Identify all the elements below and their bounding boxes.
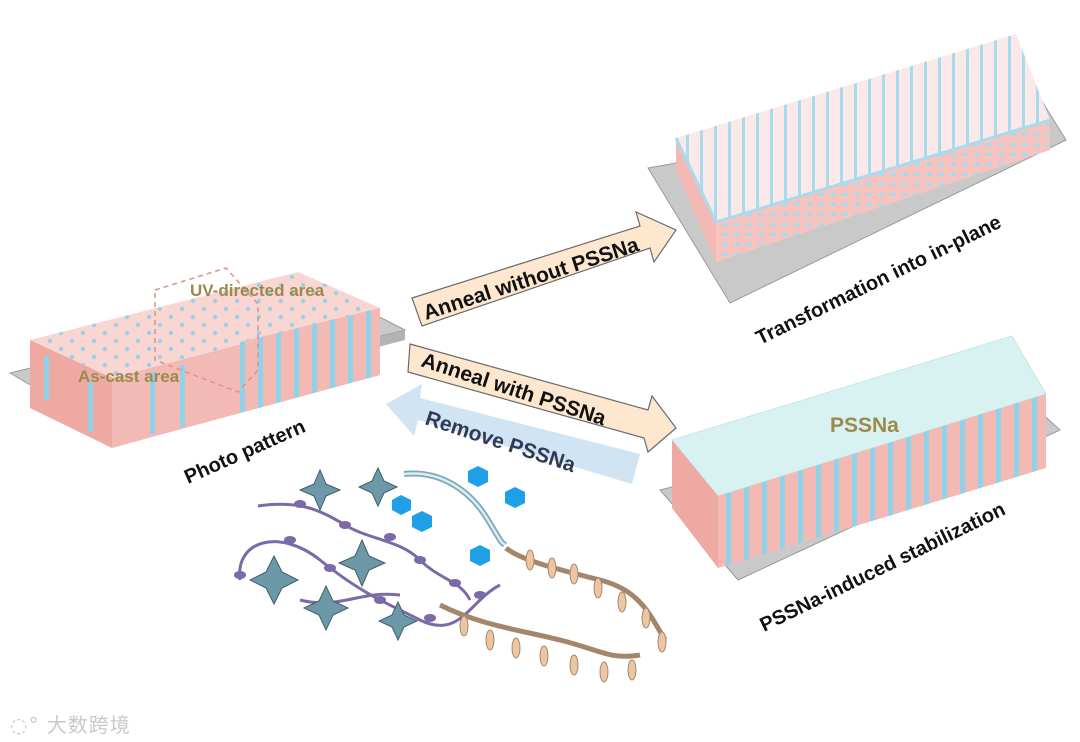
- anneal-without-label: Anneal without PSSNa: [420, 233, 642, 325]
- as-cast-area-label: As-cast area: [78, 367, 180, 386]
- as-cast-column: [180, 365, 185, 427]
- pssna-side-face: [672, 440, 718, 568]
- as-cast-column: [88, 382, 93, 432]
- watermark-logo-icon: ◌°: [10, 713, 40, 737]
- side-chain: [511, 637, 521, 659]
- pssna-front-face: [718, 394, 1046, 568]
- side-chain: [459, 615, 469, 637]
- film-top-right-side: [676, 138, 716, 262]
- side-chain: [547, 557, 557, 579]
- side-chain: [485, 629, 495, 651]
- film-top-right-top: [676, 34, 1050, 222]
- pssna-bead: [505, 487, 525, 508]
- polymer-illustration: [234, 466, 668, 683]
- in-plane-block: Transformation into in-plane: [647, 34, 1067, 349]
- mask-outline: [154, 267, 259, 393]
- side-chain: [641, 607, 651, 629]
- film-front-columns-uv: [240, 308, 380, 413]
- pssna-bead: [468, 466, 488, 487]
- purple-chain: [257, 502, 472, 601]
- pssna-bead: [392, 495, 411, 515]
- side-chain: [617, 591, 627, 613]
- as-cast-column: [44, 356, 49, 400]
- crosslinker-star: [298, 468, 342, 512]
- side-chain: [525, 549, 535, 571]
- uv-directed-area-label: UV-directed area: [190, 281, 325, 300]
- side-chain: [599, 661, 609, 683]
- crosslinker-star: [357, 466, 399, 508]
- uv-dots-top: [30, 272, 380, 378]
- side-chain: [657, 631, 667, 653]
- side-chain: [593, 577, 603, 599]
- photo-pattern-label: Photo pattern: [181, 416, 309, 489]
- arrow-anneal-without: Anneal without PSSNa: [411, 210, 677, 327]
- watermark: ◌° 大数跨境: [10, 709, 131, 738]
- as-cast-column: [150, 372, 155, 434]
- pssna-block: PSSNa PSSNa-induced stabilization: [659, 335, 1061, 636]
- crosslinker-star: [248, 554, 300, 606]
- side-chain: [627, 659, 637, 681]
- crosslinker-star: [302, 584, 350, 632]
- crosslinker-star: [337, 538, 387, 588]
- film-top-right-front: [716, 120, 1050, 262]
- side-chain: [569, 654, 579, 676]
- photo-pattern-block: UV-directed area As-cast area Photo patt…: [8, 267, 407, 489]
- pssna-bead: [470, 545, 490, 566]
- film-top-right-edge: [674, 118, 1051, 224]
- watermark-text: 大数跨境: [46, 713, 131, 737]
- side-chain: [539, 645, 549, 667]
- crosslinker-star: [377, 600, 419, 642]
- pssna-bead: [412, 511, 432, 532]
- side-chain: [569, 563, 579, 585]
- purple-chain: [299, 592, 401, 605]
- pssna-top-label: PSSNa: [830, 414, 899, 437]
- brush-backbone: [438, 602, 641, 659]
